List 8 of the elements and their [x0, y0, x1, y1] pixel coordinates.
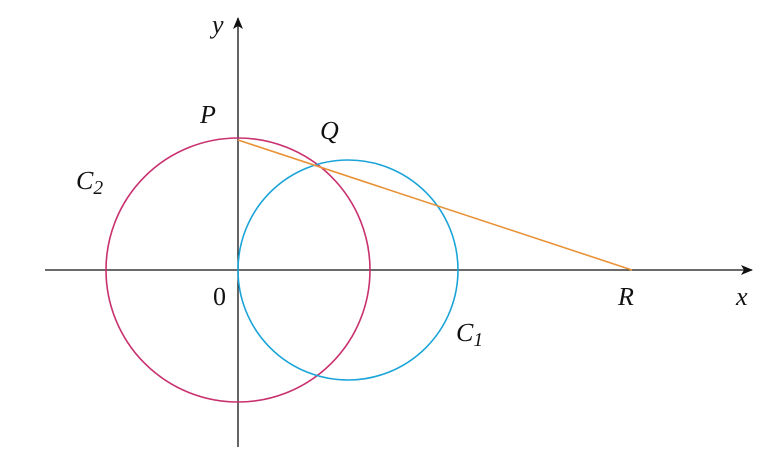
origin-label: 0: [213, 284, 226, 310]
curve-label: C$_{1}$: [456, 320, 484, 346]
axis-label: y: [212, 12, 224, 38]
point-label: Q: [320, 118, 339, 144]
curve-label: C$_{2}$: [76, 168, 104, 194]
point-label: R: [618, 284, 634, 310]
axis-label: x: [736, 284, 748, 310]
point-label: P: [200, 102, 216, 128]
